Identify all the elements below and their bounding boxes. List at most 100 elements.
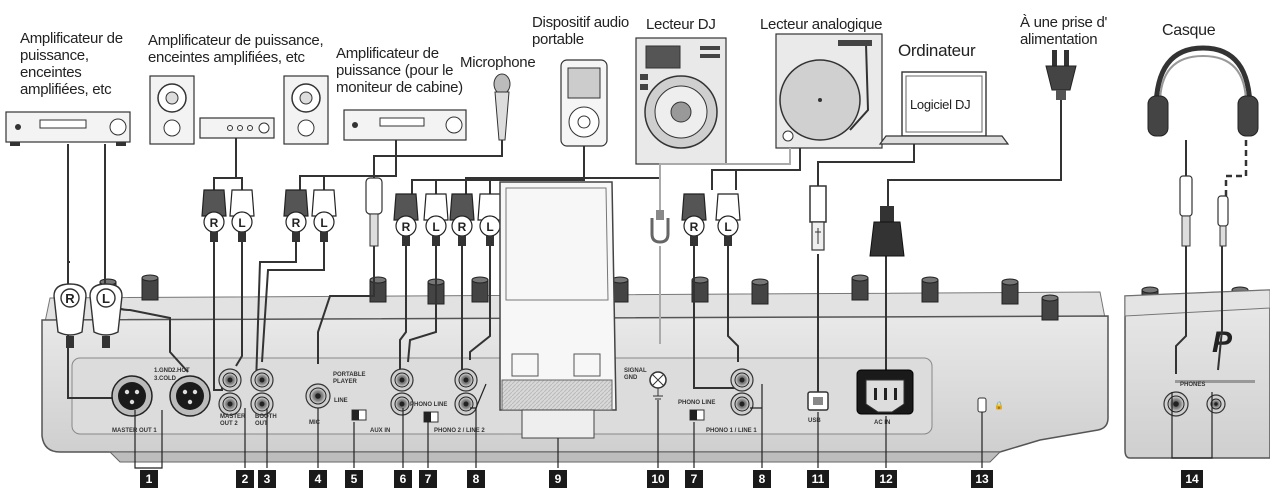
phono1-jack-l	[730, 368, 754, 392]
amp-booth-device	[343, 109, 467, 141]
label-headphones: Casque	[1162, 22, 1216, 39]
phono-line-switch-1	[689, 409, 705, 421]
aux-in-jack-r	[390, 392, 414, 416]
knob	[1041, 294, 1059, 321]
xlr-jack	[111, 375, 153, 417]
panel-usb: USB	[808, 418, 821, 424]
turntable-device	[775, 33, 883, 149]
svg-text:R: R	[458, 220, 467, 234]
callout-badge: 7	[419, 470, 437, 488]
phono-line-switch-2	[423, 411, 439, 423]
svg-text:L: L	[486, 220, 493, 234]
callout-badge: 6	[394, 470, 412, 488]
knob	[1001, 278, 1019, 305]
callout-badge: 12	[875, 470, 897, 488]
panel-xlr-hot: 2.HOT	[172, 368, 190, 374]
callout-badge: 5	[345, 470, 363, 488]
callout-lines	[134, 383, 1213, 469]
label-computer: Ordinateur	[898, 41, 976, 60]
booth-out-jack-l	[250, 368, 274, 392]
callout-badge: 14	[1181, 470, 1203, 488]
usb-plug	[809, 185, 827, 251]
label-portable-audio: Dispositif audio portable	[532, 14, 629, 48]
svg-text:P: P	[1212, 326, 1233, 359]
knob	[369, 276, 387, 303]
panel-signal-gnd: SIGNAL GND	[624, 368, 647, 381]
panel-aux-in: AUX IN	[370, 428, 391, 434]
ground-fork-plug	[650, 210, 670, 244]
usb-port-inner	[813, 397, 823, 405]
panel-phono1-line1: PHONO 1 / LINE 1	[706, 428, 757, 434]
master-out2-jack-l	[218, 368, 242, 392]
callout-badge: 1	[140, 470, 158, 488]
rca-plug-right: R	[393, 193, 419, 246]
rca-plug-left: L	[423, 193, 449, 246]
ground-cable	[659, 148, 791, 218]
knob	[851, 274, 869, 301]
rca-plug-right: R	[201, 189, 227, 242]
rca-plug-right: R	[681, 193, 707, 246]
controller-body	[41, 291, 1109, 463]
amp-mid-device	[149, 75, 329, 145]
svg-text:R: R	[402, 220, 411, 234]
master-out2-jack-r	[218, 392, 242, 416]
knob	[611, 276, 629, 303]
label-dj-software: Logiciel DJ	[910, 97, 971, 112]
label-microphone: Microphone	[460, 54, 536, 71]
callout-badge: 7	[685, 470, 703, 488]
rca-plug-left: L	[715, 193, 741, 246]
rca-plug-right: R	[283, 189, 309, 242]
knob	[691, 276, 709, 303]
panel-phono2-line2: PHONO 2 / LINE 2	[434, 428, 485, 434]
xlr-jack	[169, 375, 211, 417]
knob	[751, 278, 769, 305]
knob	[921, 276, 939, 303]
panel-xlr-gnd: 1.GND	[154, 368, 173, 374]
dj-player-device	[635, 37, 727, 165]
ac-plug	[869, 206, 905, 257]
svg-text:R: R	[292, 216, 301, 230]
callout-badge: 10	[647, 470, 669, 488]
panel-ac-in: AC IN	[874, 420, 891, 426]
svg-text:🔒: 🔒	[994, 401, 1004, 410]
panel-master-out2: MASTER OUT 2	[220, 414, 246, 427]
mic-plug	[365, 177, 383, 247]
xlr-plug: R	[53, 283, 87, 348]
xlr-plug: L	[89, 283, 123, 348]
phones-jack-small	[1206, 394, 1226, 414]
label-amp-mid: Amplificateur de puissance, enceintes am…	[148, 32, 324, 66]
label-dj-player: Lecteur DJ	[646, 16, 716, 33]
aux-in-jack-l	[390, 368, 414, 392]
label-amp-left: Amplificateur de puissance, enceintes am…	[20, 30, 123, 98]
knob	[141, 274, 159, 301]
rca-plug-left: L	[311, 189, 337, 242]
phono1-jack-r	[730, 392, 754, 416]
amp-left-device	[5, 111, 131, 146]
rca-plug-right: R	[449, 193, 475, 246]
callout-badge: 2	[236, 470, 254, 488]
label-power-outlet: À une prise d' alimentation	[1020, 14, 1108, 48]
svg-text:R: R	[690, 220, 699, 234]
rca-plug-left: L	[229, 189, 255, 242]
panel-portable-player: PORTABLE PLAYER	[333, 372, 366, 385]
svg-text:R: R	[65, 291, 75, 306]
panel-jacks	[111, 368, 1226, 417]
panel-master-out1: MASTER OUT 1	[112, 428, 157, 434]
label-analog-player: Lecteur analogique	[760, 16, 883, 33]
panel-line-small: LINE	[334, 398, 348, 404]
headphone-plugs	[1179, 175, 1229, 247]
portable-holder	[499, 181, 617, 439]
signal-gnd-terminal	[649, 371, 667, 400]
panel-phono-line-2: PHONO LINE	[410, 402, 448, 408]
svg-text:R: R	[210, 216, 219, 230]
panel-phono-line-1: PHONO LINE	[678, 400, 716, 406]
panel-mic: MIC	[309, 420, 320, 426]
phones-jack-large	[1163, 391, 1189, 417]
power-plug-device	[1045, 50, 1077, 100]
callout-badge: 4	[309, 470, 327, 488]
headphone-alt-cable	[1224, 140, 1248, 196]
svg-text:L: L	[724, 220, 731, 234]
